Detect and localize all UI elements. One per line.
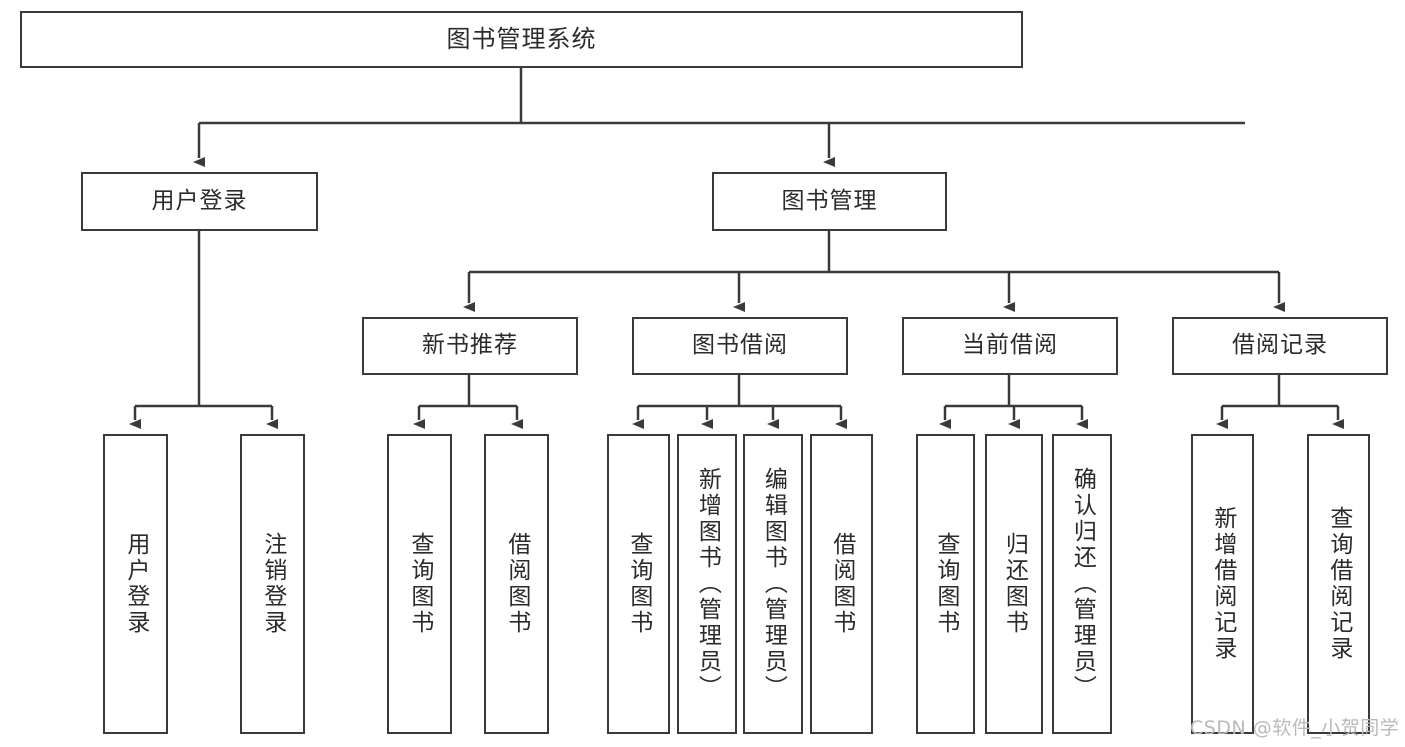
node-leaf-query-book-current[interactable]: 查询图书 [916,434,975,734]
node-leaf-add-book-admin[interactable]: 新增图书（管理员） [677,434,737,734]
node-tier3-borrow-record[interactable]: 借阅记录 [1172,317,1388,375]
node-leaf-query-borrow-record[interactable]: 查询借阅记录 [1307,434,1370,734]
node-leaf-add-borrow-record[interactable]: 新增借阅记录 [1191,434,1254,734]
node-leaf-borrow-book-recommend[interactable]: 借阅图书 [484,434,549,734]
csdn-watermark: CSDN @软件_小贺同学 [1190,717,1400,739]
node-leaf-return-book[interactable]: 归还图书 [985,434,1043,734]
node-root[interactable]: 图书管理系统 [20,11,1023,68]
node-leaf-edit-book-admin[interactable]: 编辑图书（管理员） [743,434,803,734]
node-leaf-borrow-book[interactable]: 借阅图书 [810,434,873,734]
node-leaf-query-book-recommend[interactable]: 查询图书 [387,434,452,734]
node-leaf-user-login[interactable]: 用户登录 [103,434,168,734]
node-tier2-user-login[interactable]: 用户登录 [81,172,318,231]
node-tier3-book-borrow[interactable]: 图书借阅 [632,317,848,375]
node-tier3-new-book-recommend[interactable]: 新书推荐 [362,317,578,375]
node-tier2-book-management[interactable]: 图书管理 [712,172,947,231]
node-tier3-current-borrow[interactable]: 当前借阅 [902,317,1118,375]
node-leaf-confirm-return-admin[interactable]: 确认归还（管理员） [1052,434,1112,734]
node-leaf-query-book-borrow[interactable]: 查询图书 [607,434,670,734]
node-leaf-logout[interactable]: 注销登录 [240,434,305,734]
